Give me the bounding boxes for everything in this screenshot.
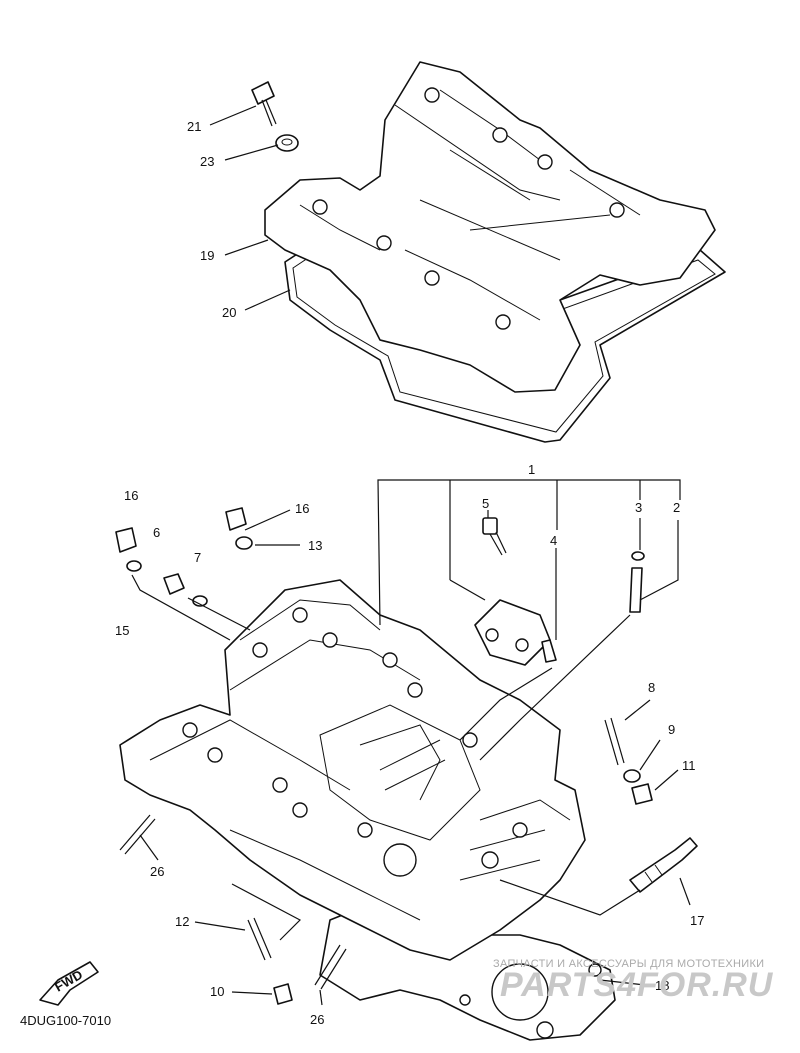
callout-21: 21 (187, 119, 201, 134)
watermark-logo: PARTS4FOR.RU (500, 966, 774, 1004)
callout-16-right: 16 (295, 501, 309, 516)
callout-4: 4 (550, 533, 557, 548)
diagram-code: 4DUG100-7010 (20, 1013, 112, 1028)
callout-1: 1 (528, 462, 535, 477)
callout-2: 2 (673, 500, 680, 515)
watermark-tagline: ЗАПЧАСТИ И АКСЕССУАРЫ ДЛЯ МОТОТЕХНИКИ (493, 958, 765, 970)
callout-23: 23 (200, 154, 214, 169)
callout-10: 10 (210, 984, 224, 999)
callout-26-left: 26 (150, 864, 164, 879)
callout-15: 15 (115, 623, 129, 638)
callout-18: 18 (655, 978, 669, 993)
cover-bolt (251, 81, 299, 152)
callout-8: 8 (648, 680, 655, 695)
callout-7: 7 (194, 550, 201, 565)
head-cover (264, 61, 716, 393)
callout-9: 9 (668, 722, 675, 737)
fwd-arrow: FWD (39, 961, 99, 1006)
callout-20: 20 (222, 305, 236, 320)
callout-17: 17 (690, 913, 704, 928)
callout-11: 11 (682, 758, 696, 773)
callout-numbers: 21 23 19 20 1 5 3 2 4 16 16 13 6 7 15 8 … (115, 119, 704, 1027)
valve-guide-parts (474, 517, 645, 666)
callout-6: 6 (153, 525, 160, 540)
leader-lines (131, 105, 691, 1006)
callout-26-bottom: 26 (310, 1012, 324, 1027)
nuts-and-washers (115, 507, 653, 1005)
cylinder-head (119, 579, 586, 961)
callout-13: 13 (308, 538, 322, 553)
studs (119, 717, 625, 990)
callout-5: 5 (482, 496, 489, 511)
spark-plug (629, 837, 698, 893)
callout-3: 3 (635, 500, 642, 515)
callout-12: 12 (175, 914, 189, 929)
callout-19: 19 (200, 248, 214, 263)
callout-16-left: 16 (124, 488, 138, 503)
